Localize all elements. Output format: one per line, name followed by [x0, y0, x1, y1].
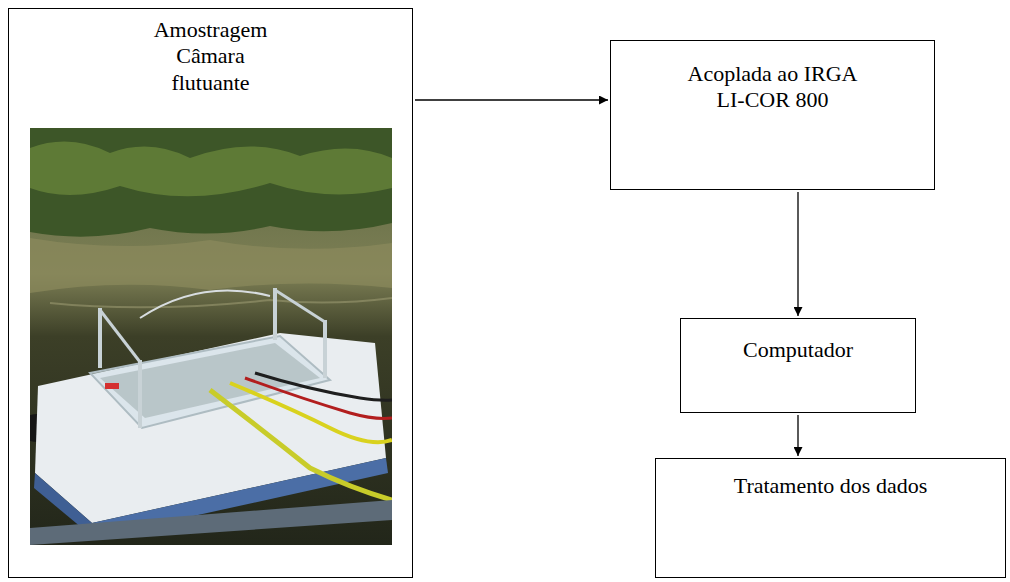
- photo-illustration: [30, 128, 392, 545]
- box-label: Tratamento dos dados: [666, 473, 996, 499]
- process-box: Acoplada ao IRGA LI-COR 800: [610, 40, 935, 190]
- flow-arrow: [797, 415, 798, 456]
- box-label: Acoplada ao IRGA LI-COR 800: [673, 61, 873, 114]
- flow-arrow: [797, 192, 798, 316]
- sampling-panel: Amostragem Câmara flutuante: [8, 8, 413, 578]
- box-label: Computador: [688, 337, 908, 363]
- process-box: Computador: [680, 318, 916, 413]
- box-label: Amostragem Câmara flutuante: [136, 17, 286, 96]
- flow-arrow: [415, 99, 608, 100]
- process-box: Tratamento dos dados: [655, 458, 1006, 578]
